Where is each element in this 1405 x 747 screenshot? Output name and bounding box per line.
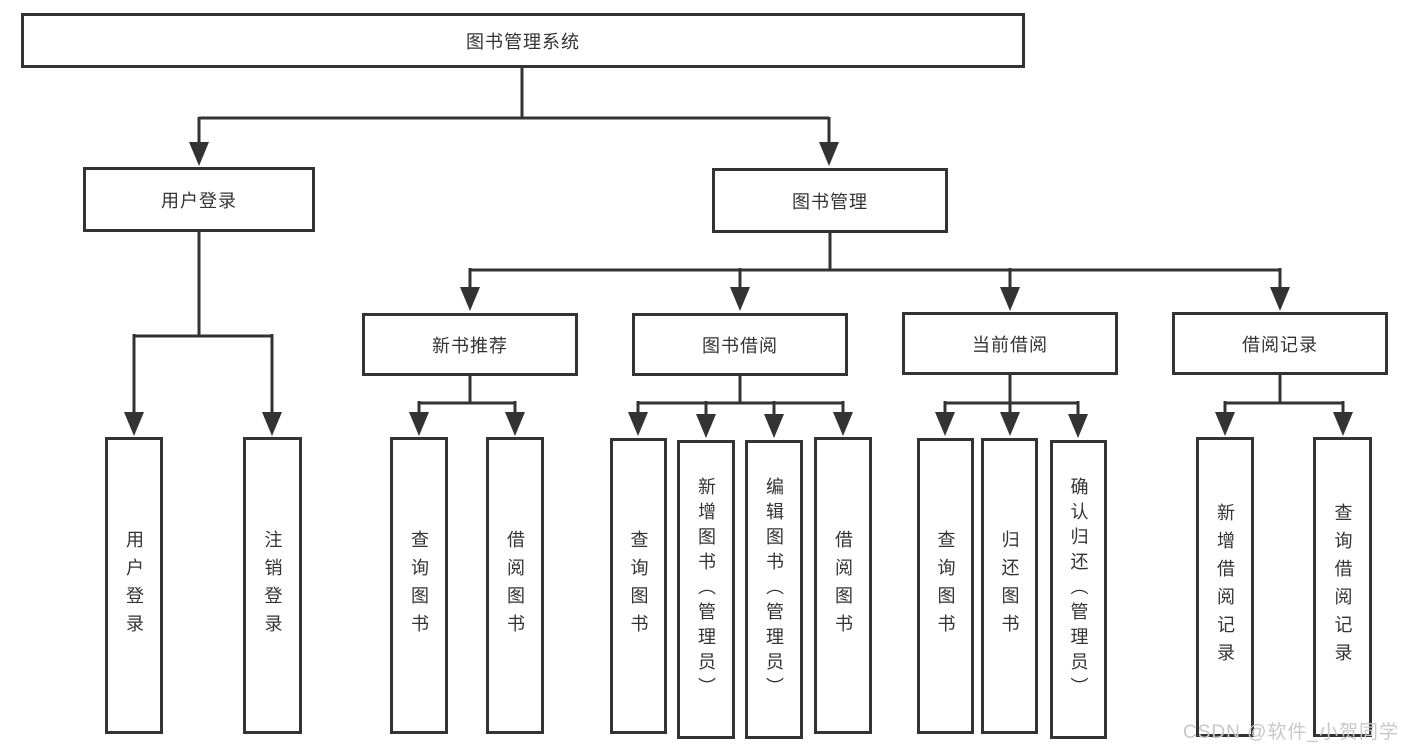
node-new-book-recommend: 新书推荐 — [362, 313, 578, 376]
leaf-edit-book-admin: 编辑图书（管理员） — [745, 440, 803, 739]
node-borrow-record: 借阅记录 — [1172, 312, 1388, 375]
leaf-query-borrow-record: 查询借阅记录 — [1313, 437, 1372, 737]
leaf-add-borrow-record: 新增借阅记录 — [1196, 437, 1254, 737]
node-book-borrow: 图书借阅 — [632, 313, 848, 376]
leaf-query-book-2: 查询图书 — [610, 438, 667, 734]
node-book-management: 图书管理 — [712, 168, 948, 233]
leaf-borrow-book-2: 借阅图书 — [814, 437, 872, 734]
node-root-system: 图书管理系统 — [21, 13, 1025, 68]
leaf-return-book: 归还图书 — [981, 438, 1038, 734]
csdn-watermark: CSDN @软件_小贺同学 — [1183, 722, 1399, 743]
leaf-query-book-3: 查询图书 — [917, 438, 974, 734]
leaf-logout: 注销登录 — [243, 437, 302, 734]
leaf-add-book-admin: 新增图书（管理员） — [677, 440, 735, 739]
leaf-query-book-1: 查询图书 — [390, 437, 448, 734]
leaf-user-login: 用户登录 — [105, 437, 163, 734]
node-current-borrow: 当前借阅 — [902, 312, 1118, 375]
leaf-confirm-return-admin: 确认归还（管理员） — [1050, 440, 1107, 739]
node-user-login: 用户登录 — [83, 167, 315, 232]
leaf-borrow-book-1: 借阅图书 — [486, 437, 544, 734]
